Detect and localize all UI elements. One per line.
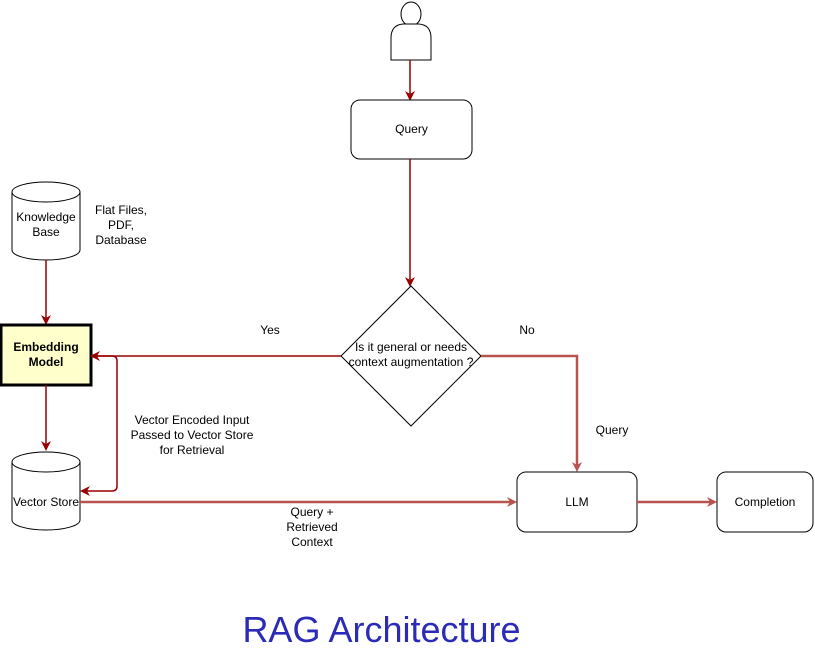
vector-store-cylinder <box>11 451 81 531</box>
query-to-llm-label: Query <box>595 423 629 437</box>
query-label: Query <box>395 122 428 136</box>
completion-label: Completion <box>734 494 796 509</box>
yes-label: Yes <box>260 323 280 337</box>
diagram-title: RAG Architecture <box>242 609 521 650</box>
query-retrieved-label: Query + Retrieved Context <box>286 505 338 549</box>
decision-label: Is it general or needs context augmentat… <box>348 340 474 369</box>
embedding-model-box <box>0 323 93 387</box>
vector-store-label: Vector Store <box>12 494 80 509</box>
user-icon <box>390 1 432 61</box>
llm-label: LLM <box>565 494 589 509</box>
embedding-model-label: Embedding Model <box>13 340 79 369</box>
vector-encoded-label: Vector Encoded Input Passed to Vector St… <box>130 413 254 457</box>
decision-diamond <box>340 285 482 427</box>
completion-box <box>716 471 814 533</box>
knowledge-base-cylinder <box>11 181 81 261</box>
knowledge-base-label: Knowledge Base <box>16 210 76 239</box>
no-label: No <box>519 323 535 337</box>
arrow-embedding-loop-to-vector-store <box>80 355 118 496</box>
sources-label: Flat Files, PDF, Database <box>94 203 147 247</box>
query-box <box>350 99 473 160</box>
arrow-decision-to-llm <box>481 354 582 472</box>
